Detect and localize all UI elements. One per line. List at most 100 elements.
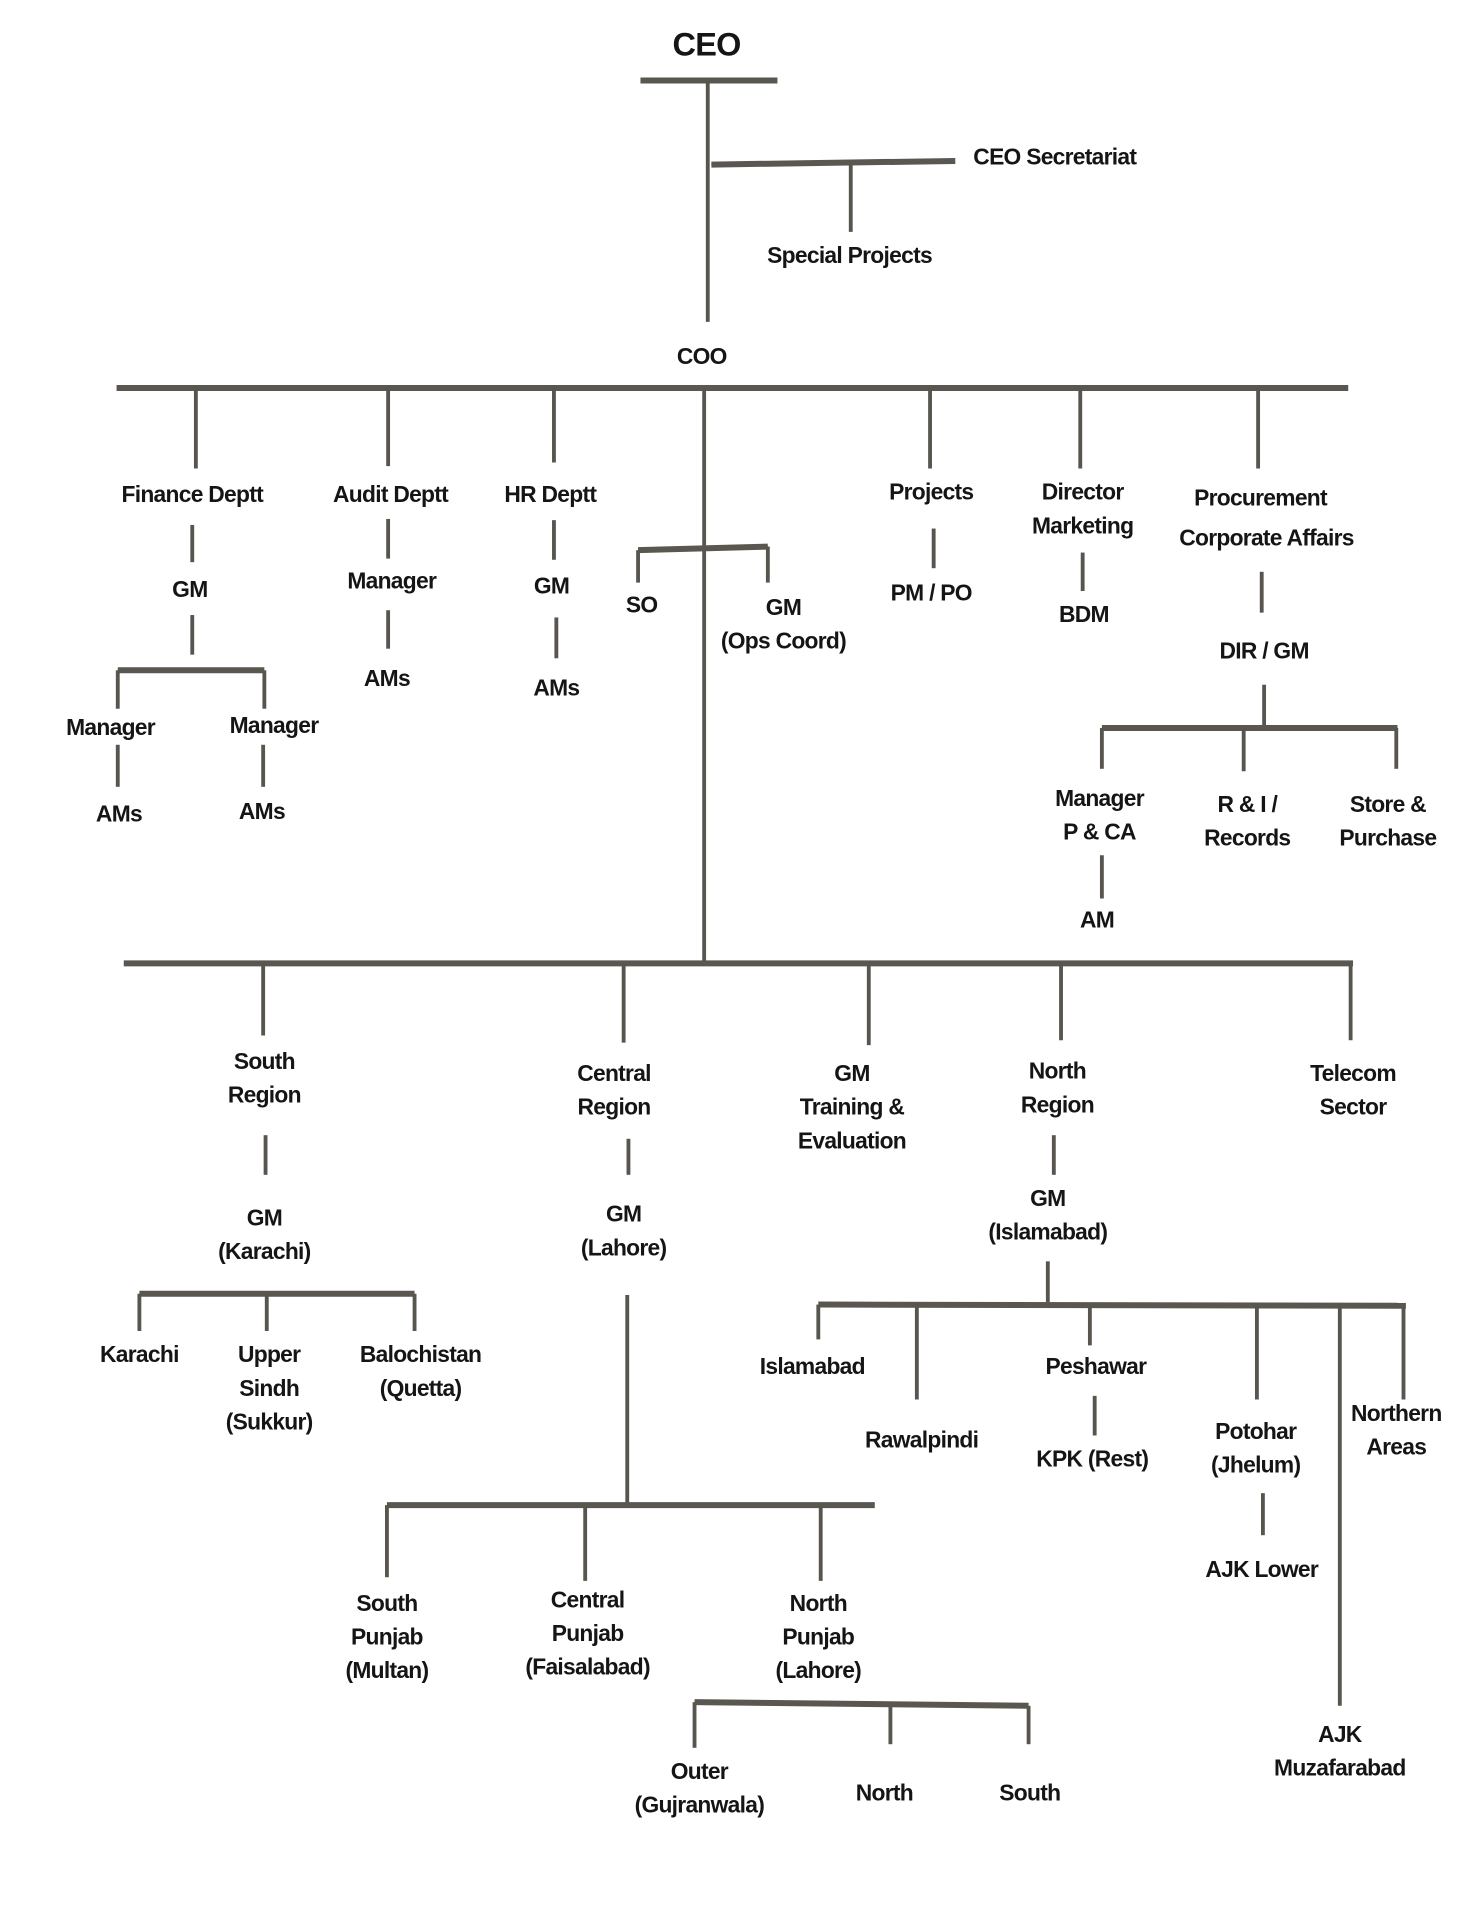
node-finance-manager-1: Manager [66, 714, 156, 740]
node-label: (Jhelum) [1211, 1452, 1300, 1478]
node-label: Region [228, 1082, 301, 1108]
node-label: HR Deptt [504, 481, 597, 507]
node-label: R & I / [1217, 791, 1278, 817]
node-finance-ams-1: AMs [96, 801, 143, 827]
node-label: Rawalpindi [865, 1427, 978, 1453]
node-rawalpindi: Rawalpindi [865, 1427, 979, 1453]
node-label: North [790, 1590, 847, 1616]
node-dir-gm: DIR / GM [1219, 637, 1309, 663]
node-label: North [856, 1780, 913, 1806]
node-label: Evaluation [798, 1127, 906, 1153]
node-label: Upper [238, 1341, 301, 1367]
node-label: AMs [364, 665, 410, 691]
node-label: Balochistan [360, 1341, 481, 1367]
node-label: Finance Deptt [122, 481, 265, 507]
node-audit-deptt: Audit Deptt [333, 481, 450, 507]
node-label: SO [626, 592, 658, 618]
node-label: GM [247, 1204, 282, 1230]
node-label: Audit Deptt [333, 481, 449, 507]
node-coo: COO [677, 343, 728, 369]
node-label: AJK [1318, 1721, 1363, 1747]
node-ri-records: R & I /Records [1204, 791, 1291, 851]
node-label: (Multan) [345, 1657, 428, 1683]
node-label: South [234, 1048, 295, 1074]
node-audit-manager: Manager [347, 568, 437, 594]
node-gm-karachi: GM (Karachi) [218, 1204, 311, 1264]
node-ceo-secretariat: CEO Secretariat [973, 144, 1138, 170]
node-gm-lahore: GM(Lahore) [581, 1201, 667, 1261]
node-label: Telecom [1310, 1060, 1396, 1086]
node-label: Punjab [552, 1620, 624, 1646]
node-potohar: Potohar (Jhelum) [1211, 1418, 1301, 1478]
node-label: CEO Secretariat [973, 144, 1137, 170]
node-procurement: Procurement [1194, 485, 1329, 511]
node-store-purchase: Store &Purchase [1339, 791, 1437, 851]
node-finance-gm: GM [172, 576, 208, 602]
node-label: AJK Lower [1205, 1556, 1319, 1582]
node-label: (Ops Coord) [721, 628, 846, 654]
node-gm-islamabad: GM (Islamabad) [988, 1185, 1108, 1245]
node-label: PM / PO [891, 580, 972, 606]
node-label: (Karachi) [218, 1238, 311, 1264]
node-label: South [356, 1590, 417, 1616]
node-label: GM [1030, 1185, 1065, 1211]
node-label: Special Projects [767, 242, 932, 268]
node-label: Central [551, 1586, 625, 1612]
node-label: Sindh [239, 1375, 299, 1401]
node-label: Training & [800, 1094, 905, 1120]
node-ceo: CEO [672, 26, 741, 62]
node-hr-deptt: HR Deptt [504, 481, 598, 507]
node-label: Region [1021, 1091, 1094, 1117]
node-label: (Gujranwala) [635, 1792, 765, 1818]
node-finance-ams-2: AMs [239, 798, 286, 824]
node-label: Sector [1320, 1094, 1388, 1120]
node-label: Muzafarabad [1274, 1754, 1406, 1780]
node-corporate-affairs: Corporate Affairs [1179, 524, 1354, 550]
node-so: SO [626, 592, 658, 618]
node-pm-po: PM / PO [891, 580, 973, 606]
node-label: Punjab [782, 1624, 854, 1650]
node-label: CEO [672, 26, 740, 62]
node-label: Manager [230, 712, 320, 738]
node-label: (Lahore) [776, 1657, 862, 1683]
node-kpk-rest: KPK (Rest) [1036, 1446, 1149, 1472]
node-label: Region [578, 1094, 651, 1120]
node-label: AMs [239, 798, 285, 824]
node-finance-manager-2: Manager [230, 712, 320, 738]
node-label: Projects [889, 479, 973, 505]
node-label: Outer [671, 1758, 729, 1784]
node-label: GM [534, 572, 569, 598]
node-label: Manager [1055, 785, 1145, 811]
node-label: AMs [96, 801, 142, 827]
node-label: North [1029, 1058, 1086, 1084]
node-label: (Islamabad) [988, 1219, 1107, 1245]
node-label: BDM [1059, 601, 1109, 627]
connector-bar [711, 157, 956, 168]
node-south: South [999, 1780, 1061, 1806]
node-label: COO [677, 343, 727, 369]
node-am: AM [1080, 906, 1115, 932]
node-label: Peshawar [1045, 1353, 1147, 1379]
node-label: AMs [533, 675, 579, 701]
node-finance-deptt: Finance Deptt [122, 481, 265, 507]
node-ajk-muzafarabad: AJK Muzafarabad [1274, 1721, 1406, 1781]
node-peshawar: Peshawar [1045, 1353, 1147, 1379]
node-label: Director [1042, 479, 1125, 505]
node-label: (Sukkur) [226, 1408, 313, 1434]
node-label: Potohar [1215, 1418, 1297, 1444]
connector-bar [637, 543, 768, 554]
node-label: Store & [1350, 791, 1426, 817]
connector-bar [818, 1301, 1406, 1309]
node-label: AM [1080, 906, 1114, 932]
